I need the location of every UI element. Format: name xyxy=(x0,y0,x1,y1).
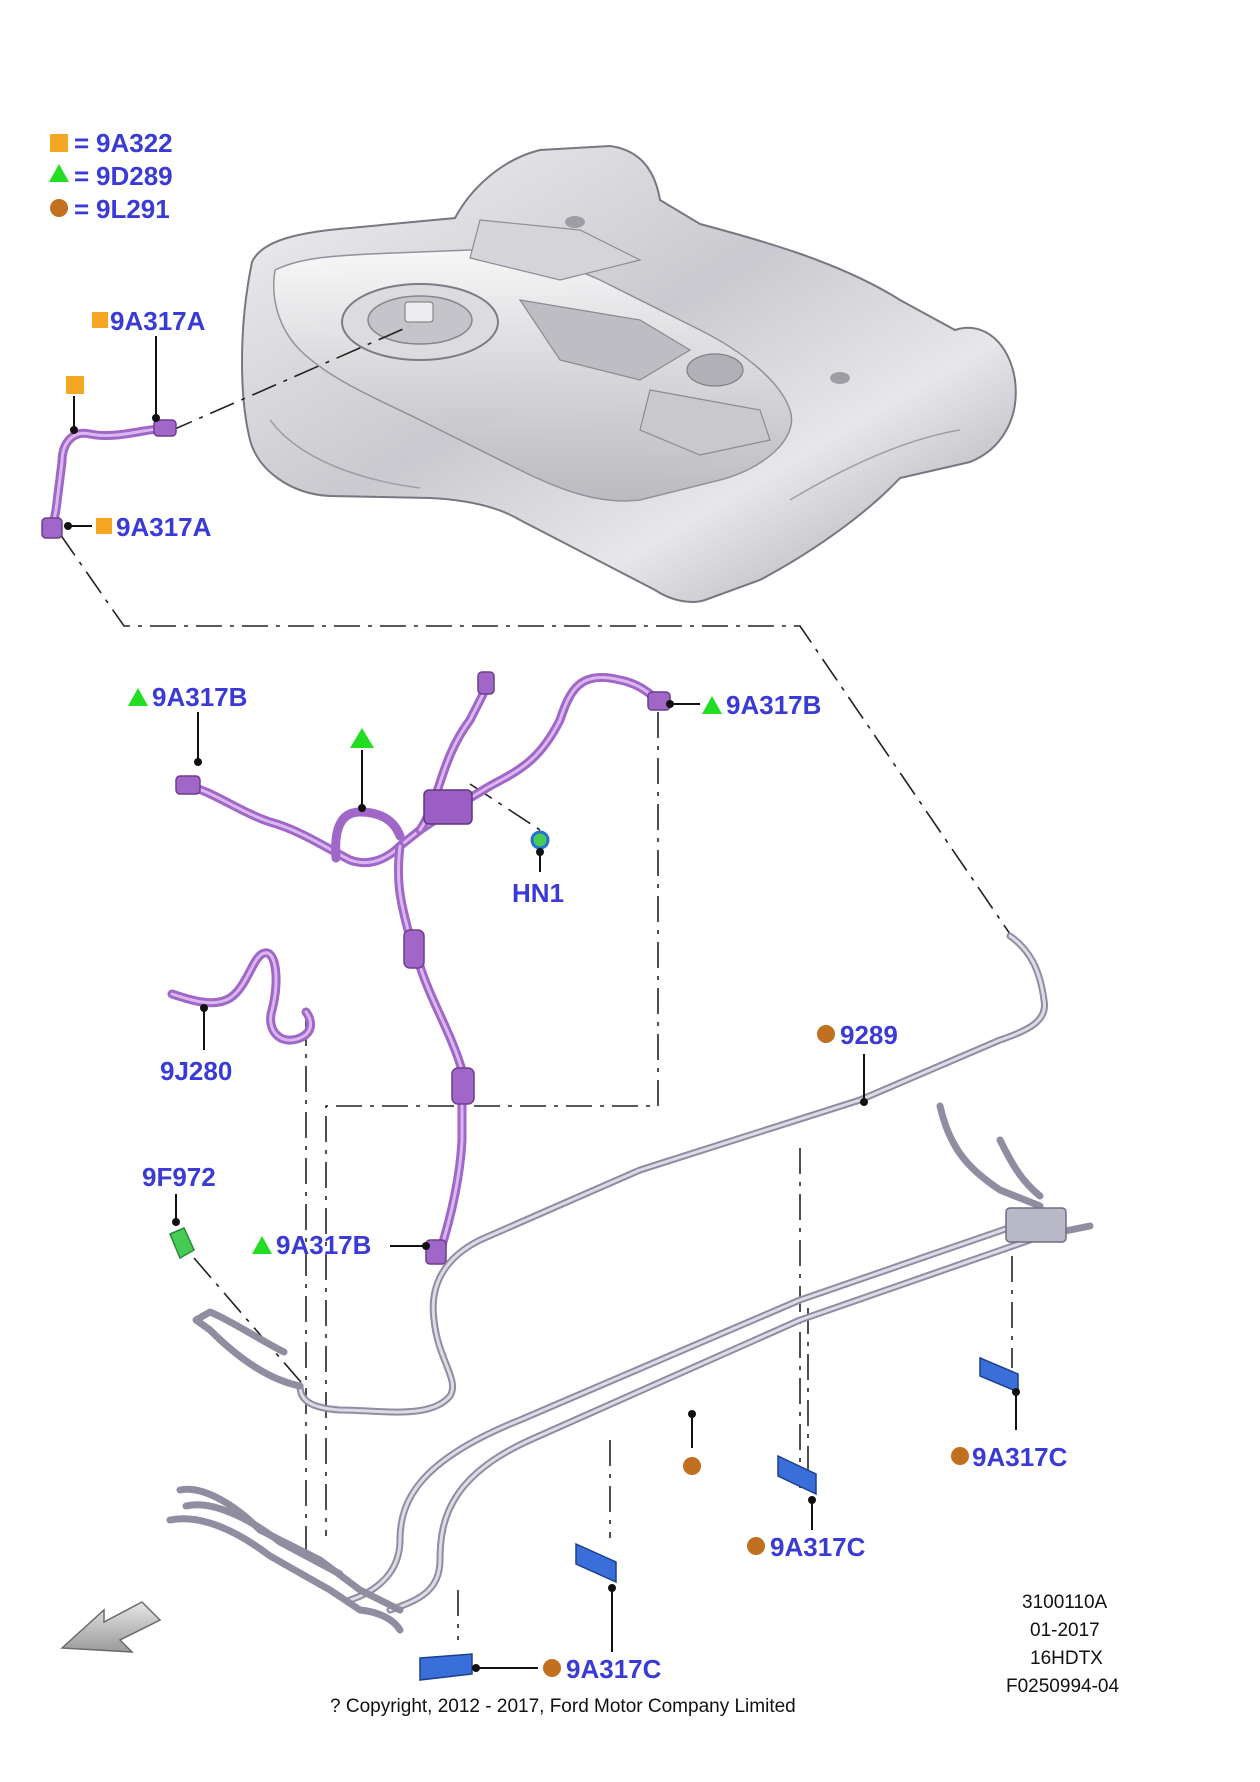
ref-line: 3100110A xyxy=(1022,1592,1108,1613)
triangle-marker-icon xyxy=(128,688,148,706)
legend-eq: = xyxy=(74,128,89,158)
square-marker-icon xyxy=(92,312,108,328)
legend-eq: = xyxy=(74,194,89,224)
legend-label-circle: 9L291 xyxy=(96,194,170,224)
square-marker-icon xyxy=(96,518,112,534)
callout-9a317c-bottom: 9A317C xyxy=(566,1654,662,1684)
reference-block: 3100110A 01-2017 16HDTX F0250994-04 xyxy=(1006,1592,1119,1697)
callout-9a317b-right: 9A317B xyxy=(726,690,821,720)
callouts: 9A317A 9A317A 9A317B 9A317B HN1 9J280 xyxy=(64,306,1068,1684)
triangle-marker-icon xyxy=(350,728,374,748)
circle-marker-icon xyxy=(747,1537,765,1555)
legend: = 9A322 = 9D289 = 9L291 xyxy=(49,128,173,224)
legend-eq: = xyxy=(74,161,89,191)
circle-marker-icon xyxy=(543,1659,561,1677)
callout-9a317b-left: 9A317B xyxy=(152,682,247,712)
hose-9j280 xyxy=(167,948,315,1045)
callout-9a317c-middle: 9A317C xyxy=(770,1532,866,1562)
clip-9a317c-bottom xyxy=(419,1653,473,1681)
direction-arrow-icon xyxy=(60,1601,162,1653)
circle-marker-icon xyxy=(951,1447,969,1465)
fuel-lines xyxy=(166,932,1094,1634)
fuel-tank-illustration xyxy=(241,144,1017,603)
triangle-marker-icon xyxy=(49,164,69,182)
callout-9a317a-lower: 9A317A xyxy=(116,512,212,542)
legend-label-square: 9A322 xyxy=(96,128,173,158)
callout-9a317a-upper: 9A317A xyxy=(110,306,206,336)
clip-9a317c-middle xyxy=(777,1454,817,1496)
ref-line: 16HDTX xyxy=(1030,1648,1103,1669)
clip-9a317c-left xyxy=(575,1542,617,1584)
callout-9j280: 9J280 xyxy=(160,1056,232,1086)
hose-assembly-middle xyxy=(175,671,671,1265)
triangle-marker-icon xyxy=(702,696,722,714)
circle-marker-icon xyxy=(817,1025,835,1043)
callout-9a317c-right: 9A317C xyxy=(972,1442,1068,1472)
ref-line: 01-2017 xyxy=(1030,1620,1100,1641)
circle-marker-icon xyxy=(50,199,68,217)
legend-label-triangle: 9D289 xyxy=(96,161,173,191)
square-marker-icon xyxy=(66,376,84,394)
part-9f972 xyxy=(169,1227,195,1260)
callout-hn1: HN1 xyxy=(512,878,564,908)
callout-9a317b-lower: 9A317B xyxy=(276,1230,371,1260)
square-marker-icon xyxy=(50,134,68,152)
callout-9f972: 9F972 xyxy=(142,1162,216,1192)
circle-marker-icon xyxy=(683,1457,701,1475)
callout-9289: 9289 xyxy=(840,1020,898,1050)
hose-9a317a xyxy=(41,419,177,539)
copyright: ? Copyright, 2012 - 2017, Ford Motor Com… xyxy=(330,1696,796,1717)
connection-lines xyxy=(59,325,1013,1640)
clips-9a317c xyxy=(419,1356,1019,1681)
ref-line: F0250994-04 xyxy=(1006,1676,1119,1697)
triangle-marker-icon xyxy=(252,1236,272,1254)
